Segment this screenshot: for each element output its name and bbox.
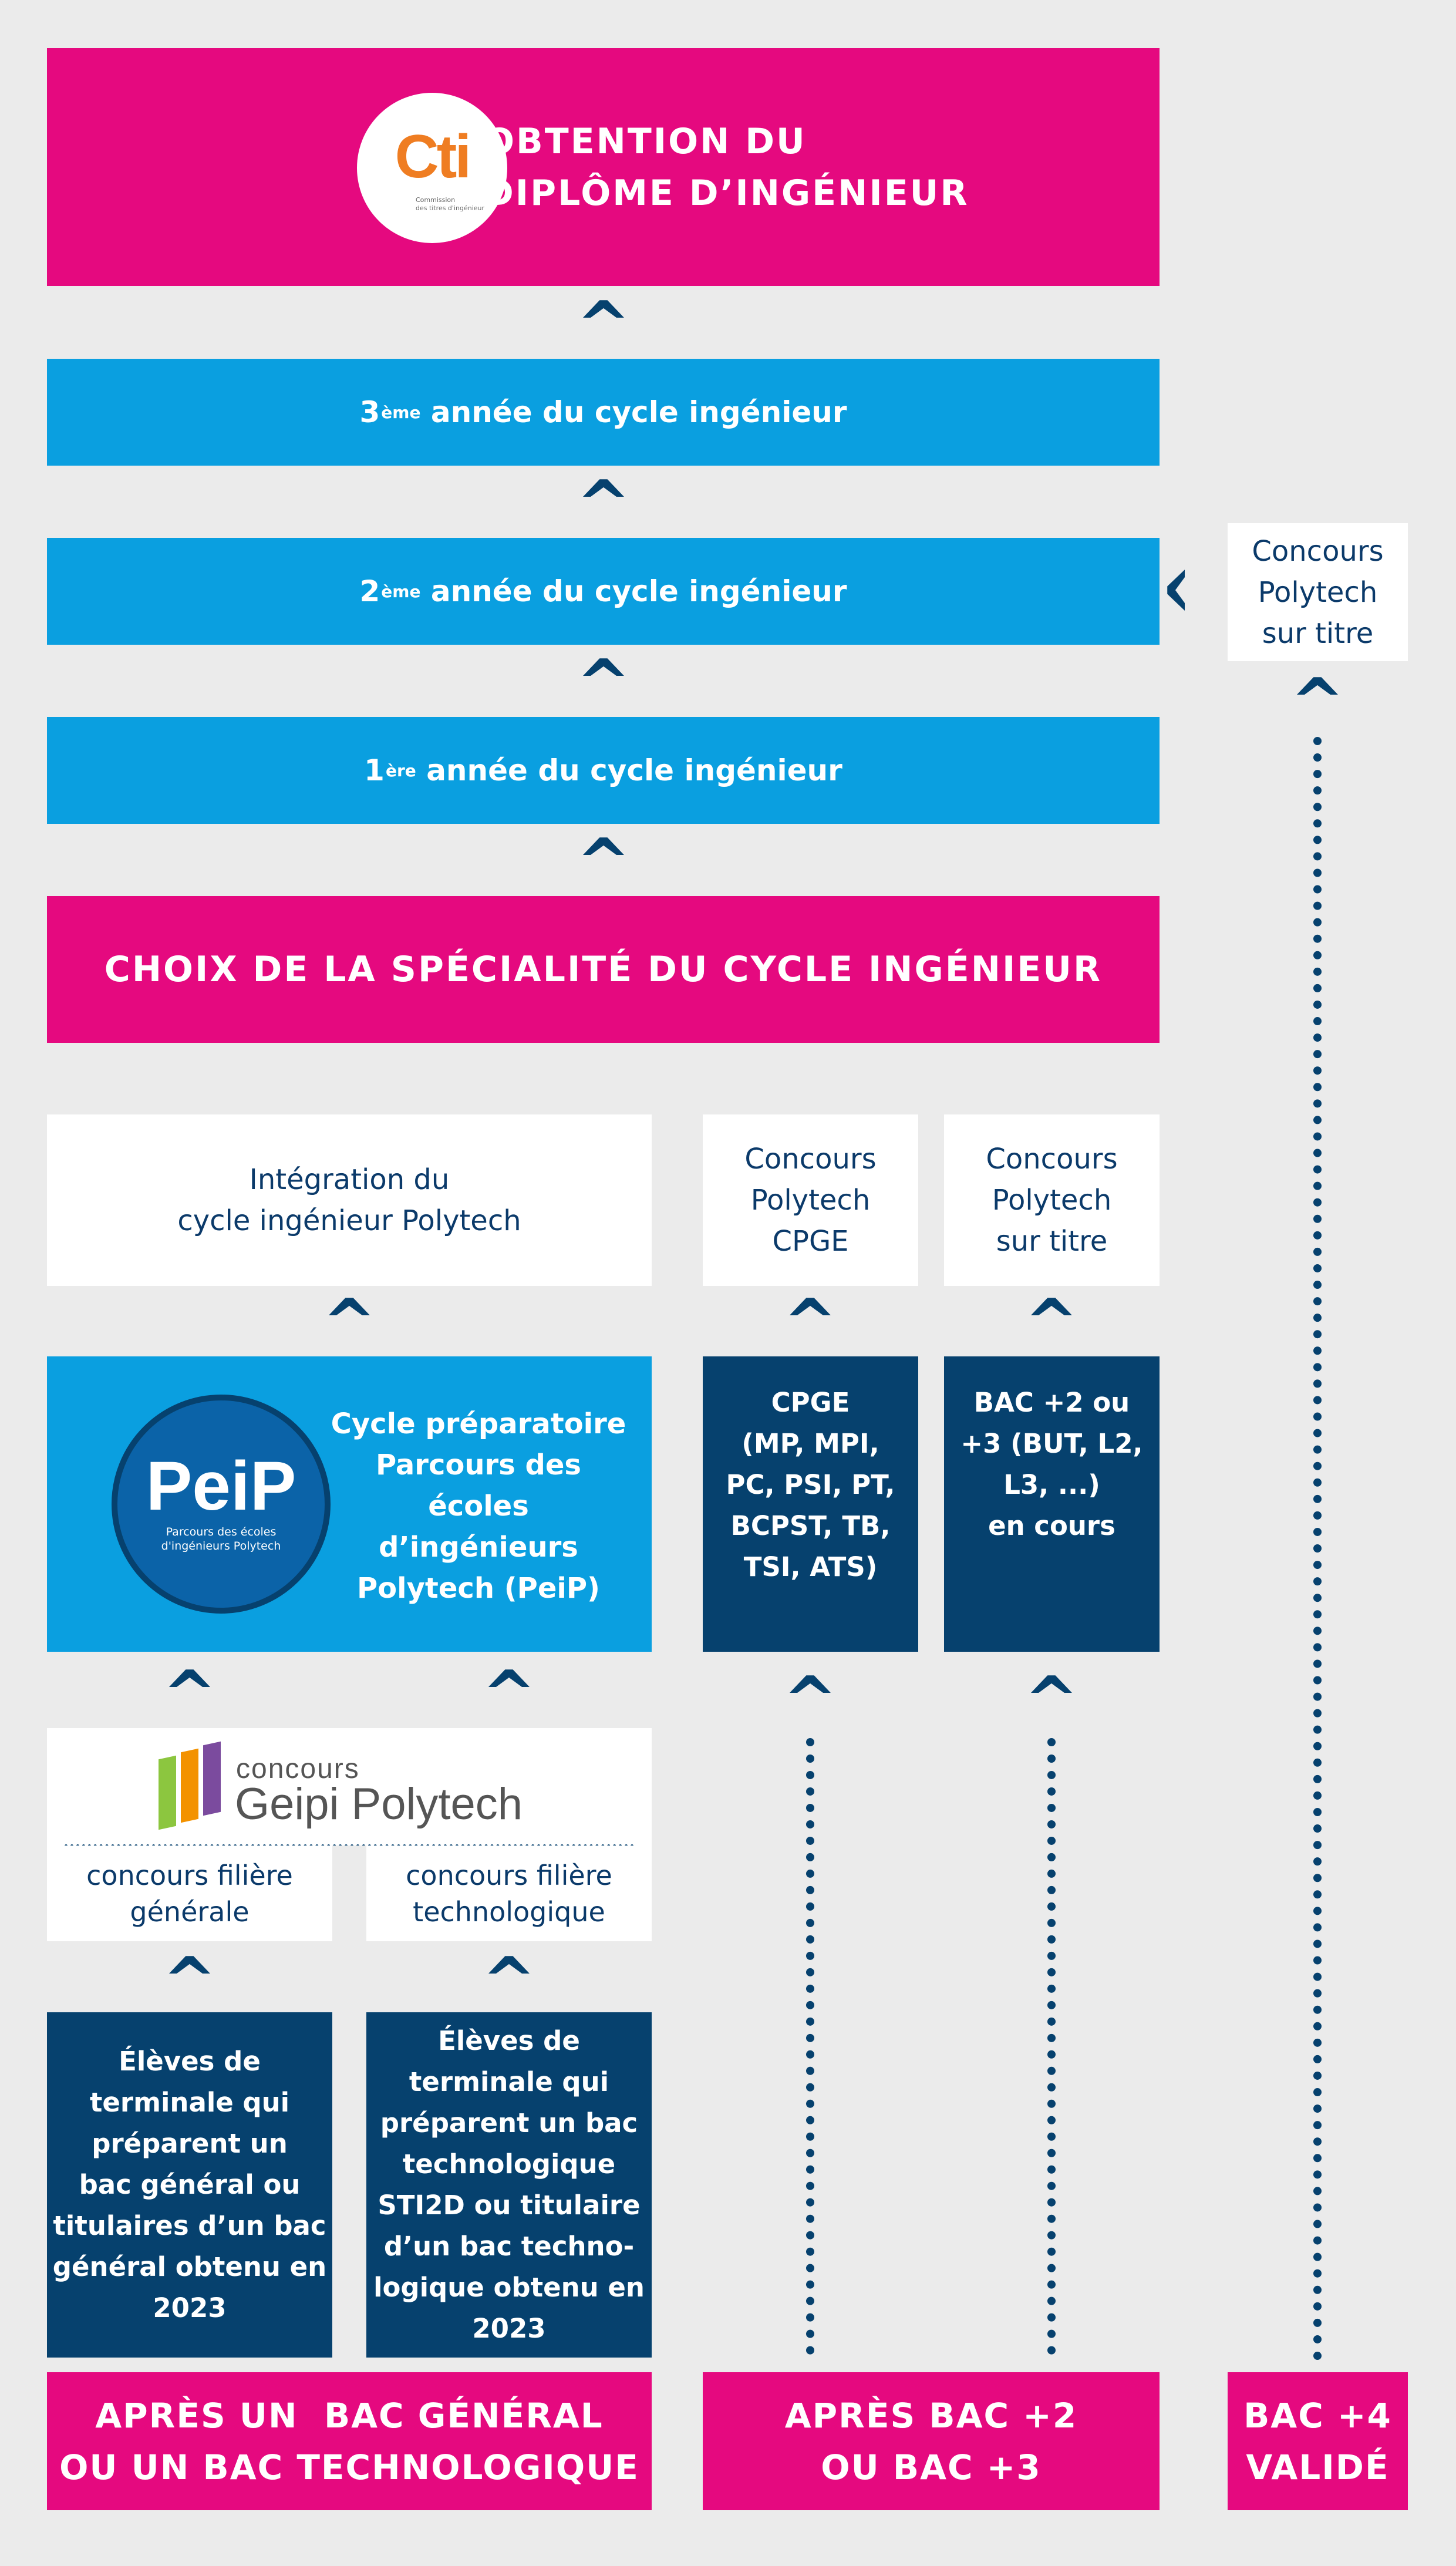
- arrow-up-icon: ^: [322, 1285, 377, 1360]
- eleves-techno-box: Élèves de terminale qui préparent un bac…: [366, 2012, 652, 2358]
- arrow-up-icon: ^: [783, 1662, 838, 1737]
- geipi-block: concours Geipi Polytech concours filière…: [47, 1728, 652, 1941]
- cti-logo-text: Cti: [395, 123, 472, 191]
- geipi-filiere-technologique: concours filière technologique: [366, 1846, 652, 1941]
- arrow-up-icon: ^: [576, 824, 631, 900]
- geipi-brand-small: concours: [236, 1753, 360, 1784]
- geipi-logo-icon: [159, 1741, 223, 1830]
- geipi-filiere-generale: concours filière générale: [47, 1846, 332, 1941]
- arrow-up-icon: ^: [576, 645, 631, 720]
- arrow-up-icon: ^: [1024, 1662, 1079, 1737]
- peip-logo-caption: Parcours des écoles d'ingénieurs Polytec…: [161, 1526, 281, 1553]
- geipi-brand-big: Geipi Polytech: [235, 1779, 523, 1829]
- concours-sur-titre-box: Concours Polytech sur titre: [944, 1114, 1160, 1286]
- side-concours-sur-titre: Concours Polytech sur titre: [1228, 523, 1408, 661]
- arrow-up-icon: ^: [1024, 1285, 1079, 1360]
- cti-logo: Cti Commission des titres d'ingénieur: [357, 93, 507, 243]
- peip-description: Cycle préparatoire Parcours des écoles d…: [331, 1407, 626, 1605]
- geipi-gap: [332, 1846, 366, 1941]
- eleves-general-box: Élèves de terminale qui préparent un bac…: [47, 2012, 332, 2358]
- peip-logo: PeiP Parcours des écoles d'ingénieurs Po…: [112, 1395, 331, 1614]
- concours-cpge-box: Concours Polytech CPGE: [703, 1114, 918, 1286]
- arrow-up-icon: ^: [162, 1943, 217, 2018]
- arrow-up-icon: ^: [576, 287, 631, 362]
- specialite-banner: CHOIX DE LA SPÉCIALITÉ DU CYCLE INGÉNIEU…: [47, 896, 1160, 1043]
- integration-box: Intégration du cycle ingénieur Polytech: [47, 1114, 652, 1286]
- dotted-connector-bac4: [1313, 737, 1322, 2360]
- bottom-bac-general-techno: APRÈS UN BAC GÉNÉRAL OU UN BAC TECHNOLOG…: [47, 2372, 652, 2510]
- dotted-connector-bac23: [1047, 1738, 1056, 2355]
- peip-box: PeiP Parcours des écoles d'ingénieurs Po…: [47, 1356, 652, 1652]
- arrow-up-icon: ^: [481, 1943, 537, 2018]
- cti-logo-caption: Commission des titres d'ingénieur: [416, 196, 485, 212]
- arrow-up-icon: ^: [481, 1656, 537, 1732]
- peip-logo-text: PeiP: [146, 1447, 296, 1525]
- arrow-left-icon: ^: [1154, 563, 1229, 618]
- arrow-up-icon: ^: [576, 466, 631, 541]
- arrow-up-icon: ^: [162, 1656, 217, 1732]
- bottom-bac-4: BAC +4 VALIDÉ: [1228, 2372, 1408, 2510]
- diploma-banner: Cti Commission des titres d'ingénieur OB…: [47, 48, 1160, 286]
- cpge-box: CPGE (MP, MPI, PC, PSI, PT, BCPST, TB, T…: [703, 1356, 918, 1652]
- arrow-up-icon: ^: [1290, 664, 1345, 739]
- bottom-bac-2-3: APRÈS BAC +2 OU BAC +3: [703, 2372, 1160, 2510]
- bac-plus-2-3-box: BAC +2 ou +3 (BUT, L2, L3, ...) en cours: [944, 1356, 1160, 1652]
- diploma-title: OBTENTION DU DIPLÔME D’INGÉNIEUR: [484, 121, 969, 214]
- dotted-connector-cpge: [806, 1738, 814, 2355]
- geipi-header: concours Geipi Polytech: [47, 1728, 652, 1846]
- arrow-up-icon: ^: [783, 1285, 838, 1360]
